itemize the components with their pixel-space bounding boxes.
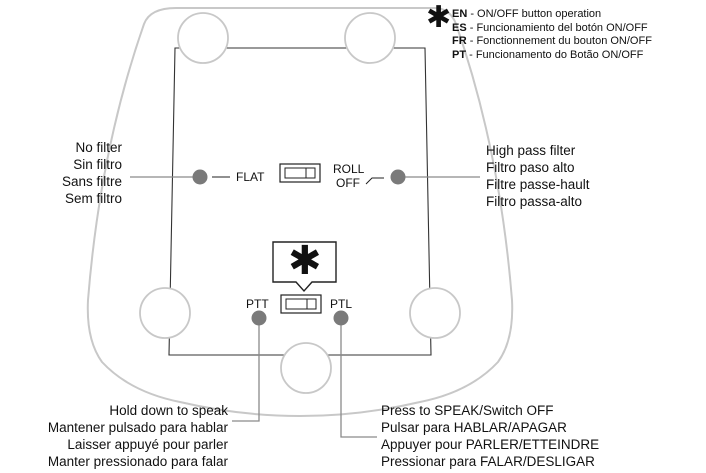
legend-row-fr: FR - Fonctionnement du bouton ON/OFF (452, 35, 652, 47)
callout-no-filter: No filter Sin filtro Sans filtre Sem fil… (62, 139, 122, 207)
foot-bottom (280, 342, 332, 394)
callout-high-pass-fr: Filtre passe-hault (486, 177, 590, 192)
dot-ptl (333, 310, 349, 326)
legend-row-pt: PT - Funcionamento do Botão ON/OFF (452, 48, 644, 61)
callout-press-to: Press to SPEAK/Switch OFF Pulsar para HA… (381, 402, 599, 470)
device-inner-panel (168, 47, 432, 356)
star-callout-box (272, 241, 337, 293)
legend: EN - ON/OFF button operation ES - Funcio… (452, 8, 652, 62)
callout-press-to-en: Press to SPEAK/Switch OFF (381, 403, 554, 418)
callout-star-icon: ✱ (288, 239, 322, 283)
callout-hold-down-pt: Manter pressionado para falar (47, 454, 228, 469)
legend-row-es: ES - Funcionamiento del botón ON/OFF (452, 21, 648, 34)
roll-label: ROLL (333, 162, 365, 176)
callout-high-pass-es: Filtro paso alto (486, 160, 575, 175)
dot-ptt (251, 310, 267, 326)
callout-hold-down-en: Hold down to speak (109, 403, 228, 418)
callout-no-filter-en: No filter (75, 140, 122, 155)
callout-press-to-es: Pulsar para HABLAR/APAGAR (381, 420, 567, 435)
callout-press-to-fr: Appuyer pour PARLER/ETTEINDRE (381, 437, 600, 452)
callout-no-filter-pt: Sem filtro (64, 191, 122, 206)
leader-press-to (340, 318, 377, 438)
callout-hold-down-fr: Laisser appuyé pour parler (67, 437, 228, 452)
dot-flat (192, 169, 208, 185)
flat-label: FLAT (236, 170, 265, 184)
onoff-switch-slot (285, 298, 317, 310)
callout-press-to-pt: Pressionar para FALAR/DESLIGAR (381, 454, 595, 469)
foot-top-left (177, 12, 229, 64)
callout-high-pass-en: High pass filter (486, 143, 576, 158)
ptl-label: PTL (330, 297, 353, 311)
foot-left (139, 287, 191, 339)
callout-high-pass-pt: Filtro passa-alto (486, 194, 583, 209)
off-label: OFF (336, 176, 360, 190)
foot-top-right (344, 12, 396, 64)
dot-roll-off (390, 169, 406, 185)
legend-row-en: EN - ON/OFF button operation (452, 8, 602, 20)
device-outer-outline (86, 7, 514, 418)
callout-no-filter-es: Sin filtro (73, 157, 122, 172)
ptt-label: PTT (246, 297, 269, 311)
roll-off-mark-line (365, 177, 384, 185)
callout-no-filter-fr: Sans filtre (61, 174, 122, 189)
leader-hold-down (232, 318, 260, 422)
foot-right (409, 287, 461, 339)
callout-hold-down-es: Mantener pulsado para hablar (47, 420, 228, 435)
filter-switch-slot (284, 167, 316, 179)
legend-star-icon: ✱ (426, 1, 452, 34)
callout-high-pass: High pass filter Filtro paso alto Filtre… (486, 142, 590, 210)
callout-hold-down: Hold down to speak Mantener pulsado para… (48, 402, 228, 470)
